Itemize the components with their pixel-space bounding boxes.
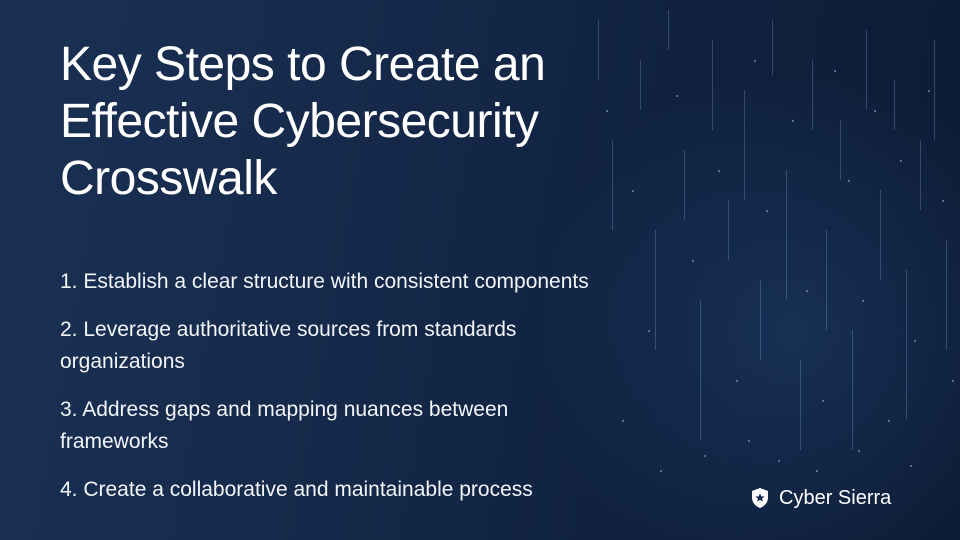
steps-list: 1. Establish a clear structure with cons…: [60, 266, 700, 522]
step-item: 1. Establish a clear structure with cons…: [60, 266, 700, 298]
step-item: 2. Leverage authoritative sources from s…: [60, 314, 700, 378]
step-text: frameworks: [60, 430, 169, 453]
title-line: Effective Cybersecurity: [60, 95, 539, 148]
step-item: 3. Address gaps and mapping nuances betw…: [60, 394, 700, 458]
shield-star-icon: [752, 488, 768, 508]
title-line: Key Steps to Create an: [60, 38, 546, 91]
step-text: 1. Establish a clear structure with cons…: [60, 270, 589, 293]
brand-logo: Cyber Sierra: [750, 485, 891, 511]
step-text: organizations: [60, 350, 185, 373]
step-text: 4. Create a collaborative and maintainab…: [60, 478, 533, 501]
background-glow: [520, 80, 960, 540]
step-text: 3. Address gaps and mapping nuances betw…: [60, 398, 509, 421]
slide-title: Key Steps to Create an Effective Cyberse…: [60, 36, 660, 207]
brand-name: Cyber Sierra: [779, 487, 892, 509]
title-line: Crosswalk: [60, 152, 277, 205]
step-text: 2. Leverage authoritative sources from s…: [60, 318, 517, 341]
step-item: 4. Create a collaborative and maintainab…: [60, 474, 700, 506]
